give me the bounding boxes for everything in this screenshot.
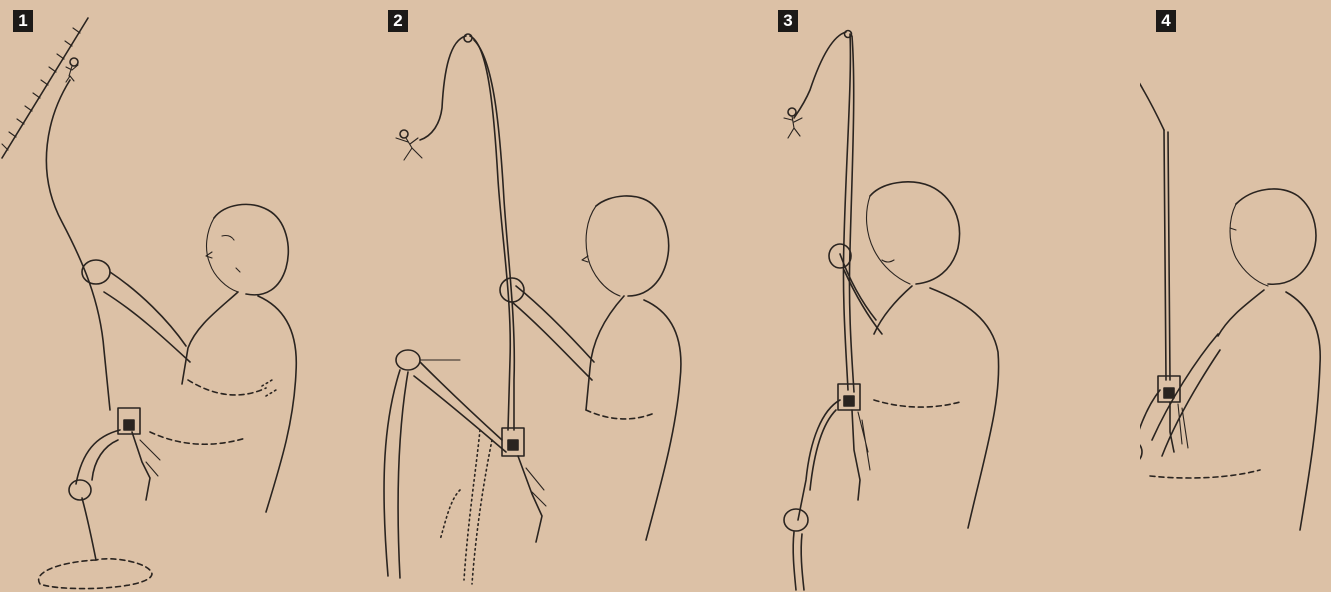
panel-step-2: 2 — [380, 0, 710, 592]
belayer-drawing-step-4 — [1140, 0, 1331, 592]
belayer-drawing-step-3 — [770, 0, 1100, 592]
belayer-drawing-step-2 — [380, 0, 710, 592]
belayer-drawing-step-1 — [0, 0, 330, 592]
panel-step-3: 3 — [770, 0, 1100, 592]
panel-step-4: 4 — [1140, 0, 1331, 592]
panel-step-1: 1 — [0, 0, 330, 592]
